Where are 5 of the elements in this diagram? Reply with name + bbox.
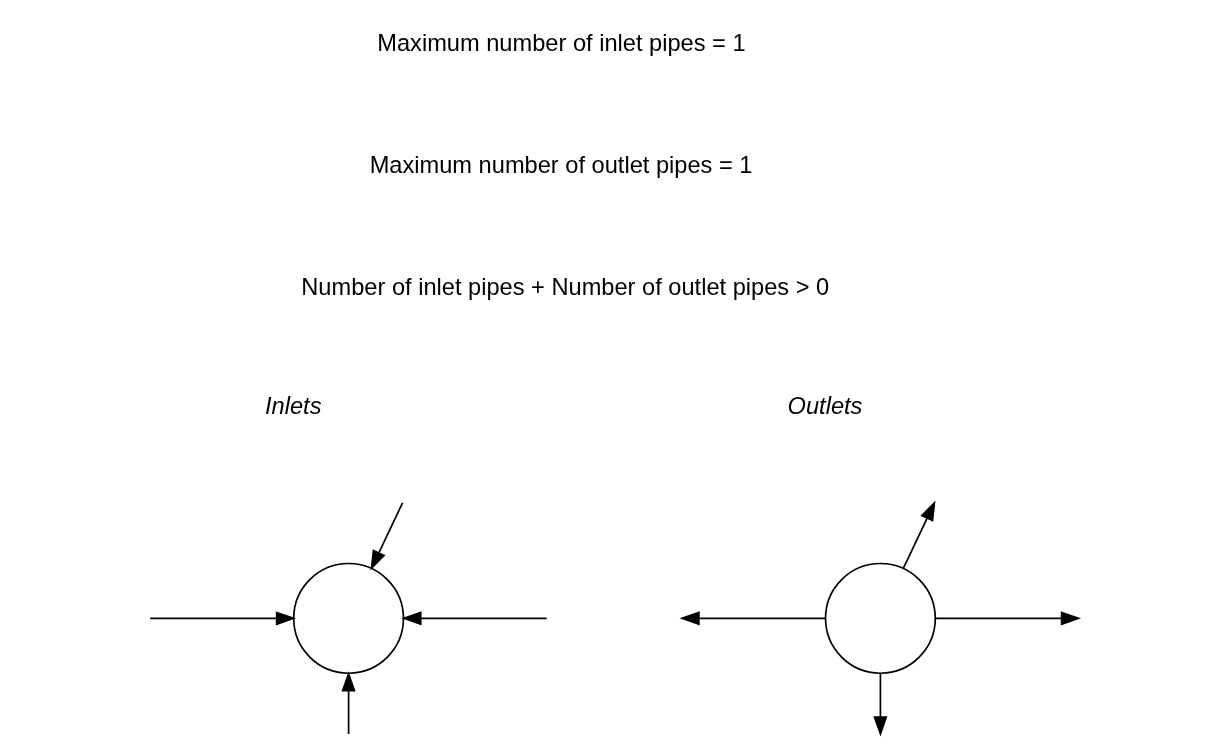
label: Outlets (787, 393, 862, 420)
label: Maximum number of inlet pipes = 1 (376, 30, 746, 57)
label: Maximum number of outlet pipes = 1 (369, 151, 752, 178)
label: Inlets (264, 393, 321, 420)
label: Number of inlet pipes + Number of outlet pipes > 0 (300, 273, 829, 300)
